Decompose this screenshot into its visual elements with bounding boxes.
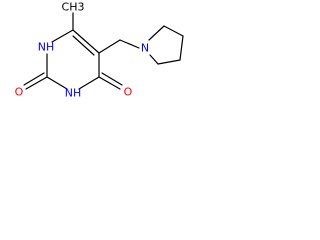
o-right-label: O <box>124 86 133 99</box>
methyl-label: CH3 <box>62 1 85 14</box>
bond-c4-o4 <box>98 76 121 90</box>
bond-pyr-3 <box>179 35 184 61</box>
bond-c2-o2 <box>25 76 48 90</box>
nh-left-label: NH <box>38 41 55 54</box>
bond-ch2-n <box>119 39 140 49</box>
bond-c2-o2-double <box>23 72 45 86</box>
bond-c5-c6 <box>72 29 100 54</box>
bond-c2-n3 <box>46 76 68 90</box>
pyrrolidine-n-label: N <box>141 42 149 55</box>
bond-pyr-5 <box>149 54 159 65</box>
bond-pyr-4 <box>157 59 181 65</box>
bond-pyr-2 <box>163 25 184 37</box>
nh-right-label: NH <box>65 87 82 100</box>
bond-c6-n1 <box>51 29 74 43</box>
bond-c5-c6-double <box>72 35 95 56</box>
bond-n3-c4 <box>78 76 100 90</box>
bond-c5-ch2 <box>98 39 121 54</box>
bond-c4-o4-double <box>101 72 123 86</box>
bond-pyr-1 <box>148 25 165 41</box>
o-left-label: O <box>15 86 24 99</box>
pyrimidinedione-structure: CH3 NH NH N O O <box>15 1 184 100</box>
